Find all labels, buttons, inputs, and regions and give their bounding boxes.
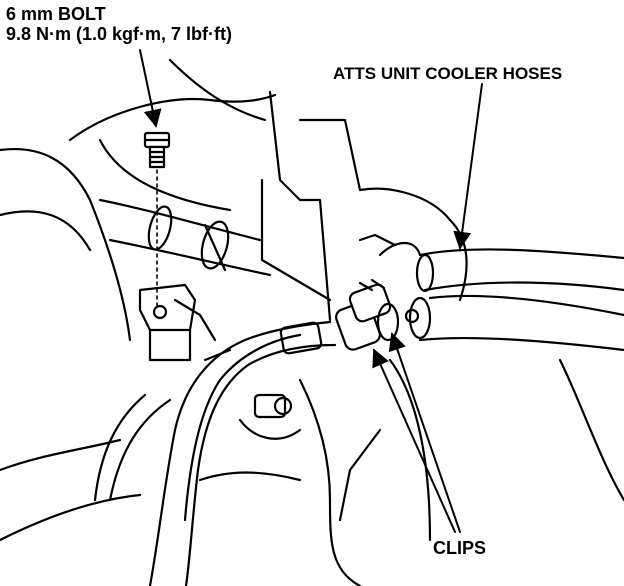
engine-frame-outline — [0, 58, 624, 586]
bolt-torque-label: 9.8 N·m (1.0 kgf·m, 7 lbf·ft) — [6, 24, 233, 45]
bolt-callout: 6 mm BOLT 9.8 N·m (1.0 kgf·m, 7 lbf·ft) — [6, 4, 232, 44]
cooler-hoses-right — [404, 248, 624, 352]
cooler-hoses-lower — [93, 320, 337, 586]
bolt-icon — [143, 131, 171, 306]
hose-fitting — [238, 393, 302, 440]
upper-hose — [98, 198, 272, 277]
bolt-arrow — [139, 49, 162, 128]
clip-icon — [335, 233, 422, 351]
hoses-callout-label: ATTS UNIT COOLER HOSES — [333, 64, 563, 83]
bolt-bracket — [138, 283, 217, 362]
clips-arrow-left — [372, 348, 456, 533]
clips-arrow-right — [388, 332, 461, 533]
hoses-arrow — [453, 83, 483, 250]
clips-callout-label: CLIPS — [433, 538, 487, 558]
bolt-size-label: 6 mm BOLT — [6, 4, 106, 24]
